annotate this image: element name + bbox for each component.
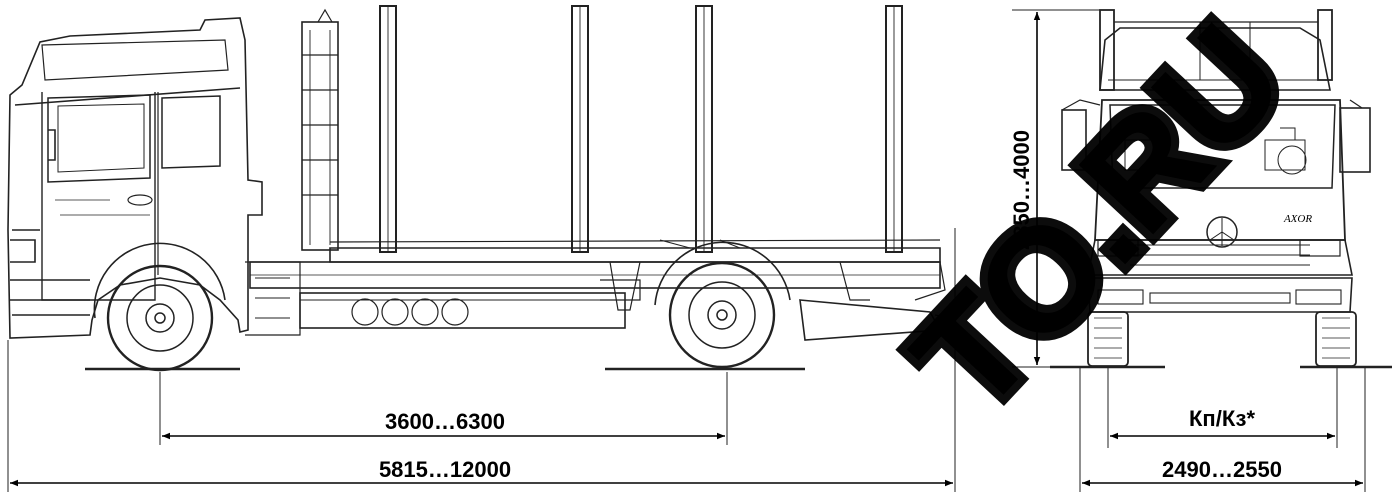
log-stakes — [379, 5, 903, 253]
front-view — [1012, 9, 1392, 492]
overall-width-label: 2490…2550 — [1162, 457, 1282, 482]
mirrors — [1061, 99, 1371, 173]
wheelbase-label: 3600…6300 — [385, 409, 505, 434]
rear-wheel — [654, 241, 791, 369]
front-wheel — [93, 242, 226, 372]
log-bunk-deck — [329, 239, 941, 263]
chassis-frame — [245, 261, 951, 341]
front-tires — [1087, 311, 1357, 367]
cab-guard — [301, 8, 339, 251]
side-view — [7, 5, 956, 492]
overall-length-label: 5815…12000 — [379, 457, 511, 482]
track-label: Кп/Кз* — [1189, 406, 1255, 431]
height-label: 2850…4000 — [1009, 130, 1034, 250]
cab — [7, 17, 263, 339]
model-badge: AXOR — [1283, 213, 1312, 225]
